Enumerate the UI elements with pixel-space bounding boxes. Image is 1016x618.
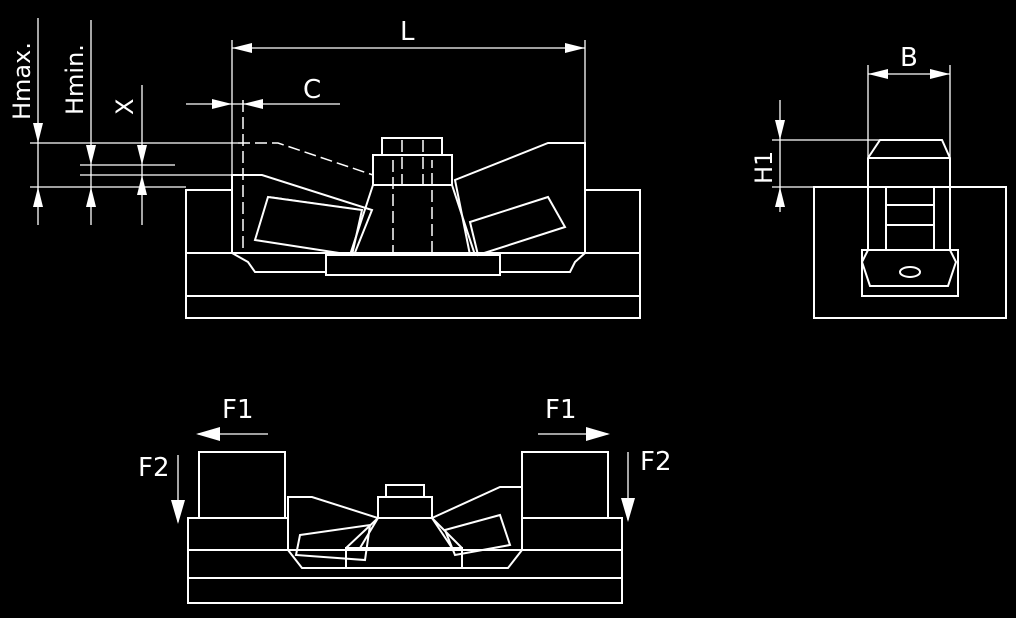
front-right-tilt-block [468, 195, 567, 257]
front-right-block [584, 189, 641, 253]
front-bottom-slide [325, 254, 501, 276]
front-left-jaw [231, 174, 374, 273]
dimension-heights: Hmax. Hmin. X [8, 18, 262, 225]
label-hmin: Hmin. [61, 44, 89, 115]
bottom-screw-cap [385, 484, 425, 498]
side-clamp-head [867, 139, 951, 188]
bottom-screw-head [377, 496, 433, 519]
bottom-left-workpiece [198, 451, 286, 519]
label-f2-right: F2 [640, 447, 672, 477]
label-b: B [900, 43, 918, 73]
dimension-c: C [186, 75, 340, 109]
label-l: L [400, 17, 415, 47]
dimension-h1: H1 [750, 100, 880, 212]
side-t-nut [860, 249, 958, 287]
front-view [185, 100, 641, 319]
bottom-slide [345, 547, 463, 569]
front-hidden-screw [392, 160, 433, 256]
dimension-b: B [867, 43, 951, 158]
front-base-hatch [185, 295, 641, 319]
label-f1-left: F1 [222, 395, 254, 425]
side-neck [885, 186, 935, 251]
label-f2-left: F2 [138, 453, 170, 483]
label-hmax: Hmax. [8, 42, 36, 120]
front-left-tilt-block [253, 195, 364, 257]
force-arrows: F1 F1 F2 F2 [138, 395, 672, 524]
bottom-left-rail [187, 517, 289, 551]
label-f1-right: F1 [545, 395, 577, 425]
label-h1: H1 [750, 151, 778, 184]
bottom-base-body [187, 549, 623, 579]
dimension-l: L [231, 17, 586, 175]
label-x: X [111, 99, 139, 115]
bottom-view [187, 451, 623, 604]
front-screw-cap [381, 137, 443, 156]
bottom-right-rail [521, 517, 623, 551]
front-left-block [185, 189, 233, 253]
side-view [813, 139, 1007, 319]
front-phantom-jaw [238, 142, 374, 176]
bottom-right-jaw [430, 486, 523, 569]
front-screw-head [372, 154, 453, 186]
bottom-right-workpiece [521, 451, 609, 519]
side-slot-block [813, 186, 1007, 319]
front-base-body [185, 252, 641, 297]
bottom-base-hatch [187, 577, 623, 604]
label-c: C [303, 75, 321, 105]
